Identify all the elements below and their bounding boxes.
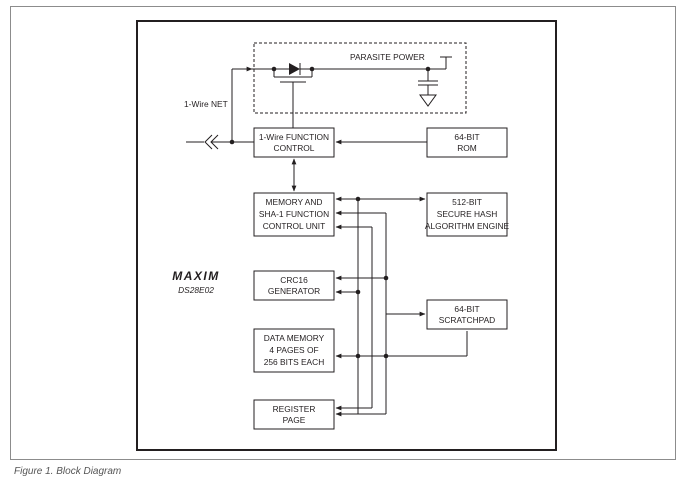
svg-text:REGISTER: REGISTER — [273, 404, 316, 414]
svg-text:CRC16: CRC16 — [280, 275, 308, 285]
svg-text:256 BITS EACH: 256 BITS EACH — [264, 357, 325, 367]
block-memory-sha1-control: MEMORY AND SHA-1 FUNCTION CONTROL UNIT — [253, 192, 335, 237]
svg-text:CONTROL: CONTROL — [274, 143, 315, 153]
svg-text:64-BIT: 64-BIT — [454, 132, 479, 142]
block-one-wire-function-control: 1-Wire FUNCTION CONTROL — [253, 127, 335, 158]
figure-frame — [10, 6, 676, 460]
ground-icon — [419, 94, 437, 107]
figure-caption: Figure 1. Block Diagram — [14, 466, 122, 477]
svg-text:SHA-1 FUNCTION: SHA-1 FUNCTION — [259, 209, 329, 219]
svg-text:ROM: ROM — [457, 143, 477, 153]
connector-icon — [204, 134, 213, 150]
maxim-logo: MAXIM DS28E02 — [172, 269, 220, 295]
connections — [291, 139, 468, 417]
block-register-page: REGISTER PAGE — [253, 399, 335, 430]
parasite-power-circuit — [232, 56, 452, 128]
one-wire-bus — [186, 66, 254, 150]
svg-text:64-BIT: 64-BIT — [454, 304, 479, 314]
diode-icon — [289, 63, 300, 75]
part-number: DS28E02 — [178, 285, 214, 295]
svg-text:512-BIT: 512-BIT — [452, 197, 482, 207]
block-scratchpad: 64-BIT SCRATCHPAD — [426, 299, 508, 330]
block-diagram: PARASITE POWER 1-Wire NET 1 — [136, 20, 557, 451]
svg-text:4 PAGES OF: 4 PAGES OF — [269, 345, 318, 355]
svg-text:CONTROL UNIT: CONTROL UNIT — [263, 221, 326, 231]
one-wire-net-label: 1-Wire NET — [184, 99, 228, 109]
svg-text:PAGE: PAGE — [283, 415, 306, 425]
block-crc16: CRC16 GENERATOR — [253, 270, 335, 301]
block-hash-engine: 512-BIT SECURE HASH ALGORITHM ENGINE — [425, 192, 510, 237]
svg-text:SCRATCHPAD: SCRATCHPAD — [439, 315, 495, 325]
svg-text:DATA MEMORY: DATA MEMORY — [264, 333, 325, 343]
logo-wordmark: MAXIM — [172, 269, 220, 283]
block-rom: 64-BIT ROM — [426, 127, 508, 158]
parasite-power-region — [253, 42, 467, 114]
svg-text:1-Wire FUNCTION: 1-Wire FUNCTION — [259, 132, 329, 142]
svg-text:ALGORITHM ENGINE: ALGORITHM ENGINE — [425, 221, 510, 231]
parasite-power-label: PARASITE POWER — [350, 52, 425, 62]
block-data-memory: DATA MEMORY 4 PAGES OF 256 BITS EACH — [253, 328, 335, 373]
svg-text:MEMORY AND: MEMORY AND — [266, 197, 323, 207]
svg-text:GENERATOR: GENERATOR — [268, 286, 320, 296]
svg-text:SECURE HASH: SECURE HASH — [437, 209, 498, 219]
chip-outline — [136, 20, 557, 451]
